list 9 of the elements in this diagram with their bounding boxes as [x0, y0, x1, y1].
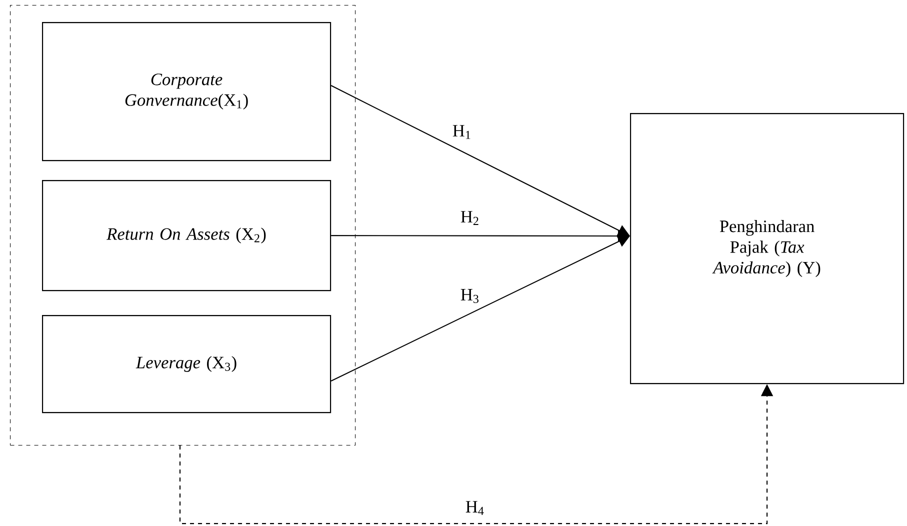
edge-label: H$_{4}$	[464, 500, 486, 516]
variable-box: Return On Assets (X$_{2}$)	[42, 180, 332, 292]
edge-label: H$_{3}$	[459, 288, 481, 304]
variable-box: Leverage (X$_{3}$)	[42, 315, 332, 414]
variable-box: Corporate Gonvernance(X$_{1}$)	[42, 22, 332, 162]
variable-box: Penghindaran Pajak (Tax Avoidance) (Y)	[630, 113, 904, 384]
dashed-group-box	[10, 5, 356, 446]
edge-label: H$_{1}$	[451, 124, 473, 140]
edge-label: H$_{2}$	[459, 210, 481, 226]
